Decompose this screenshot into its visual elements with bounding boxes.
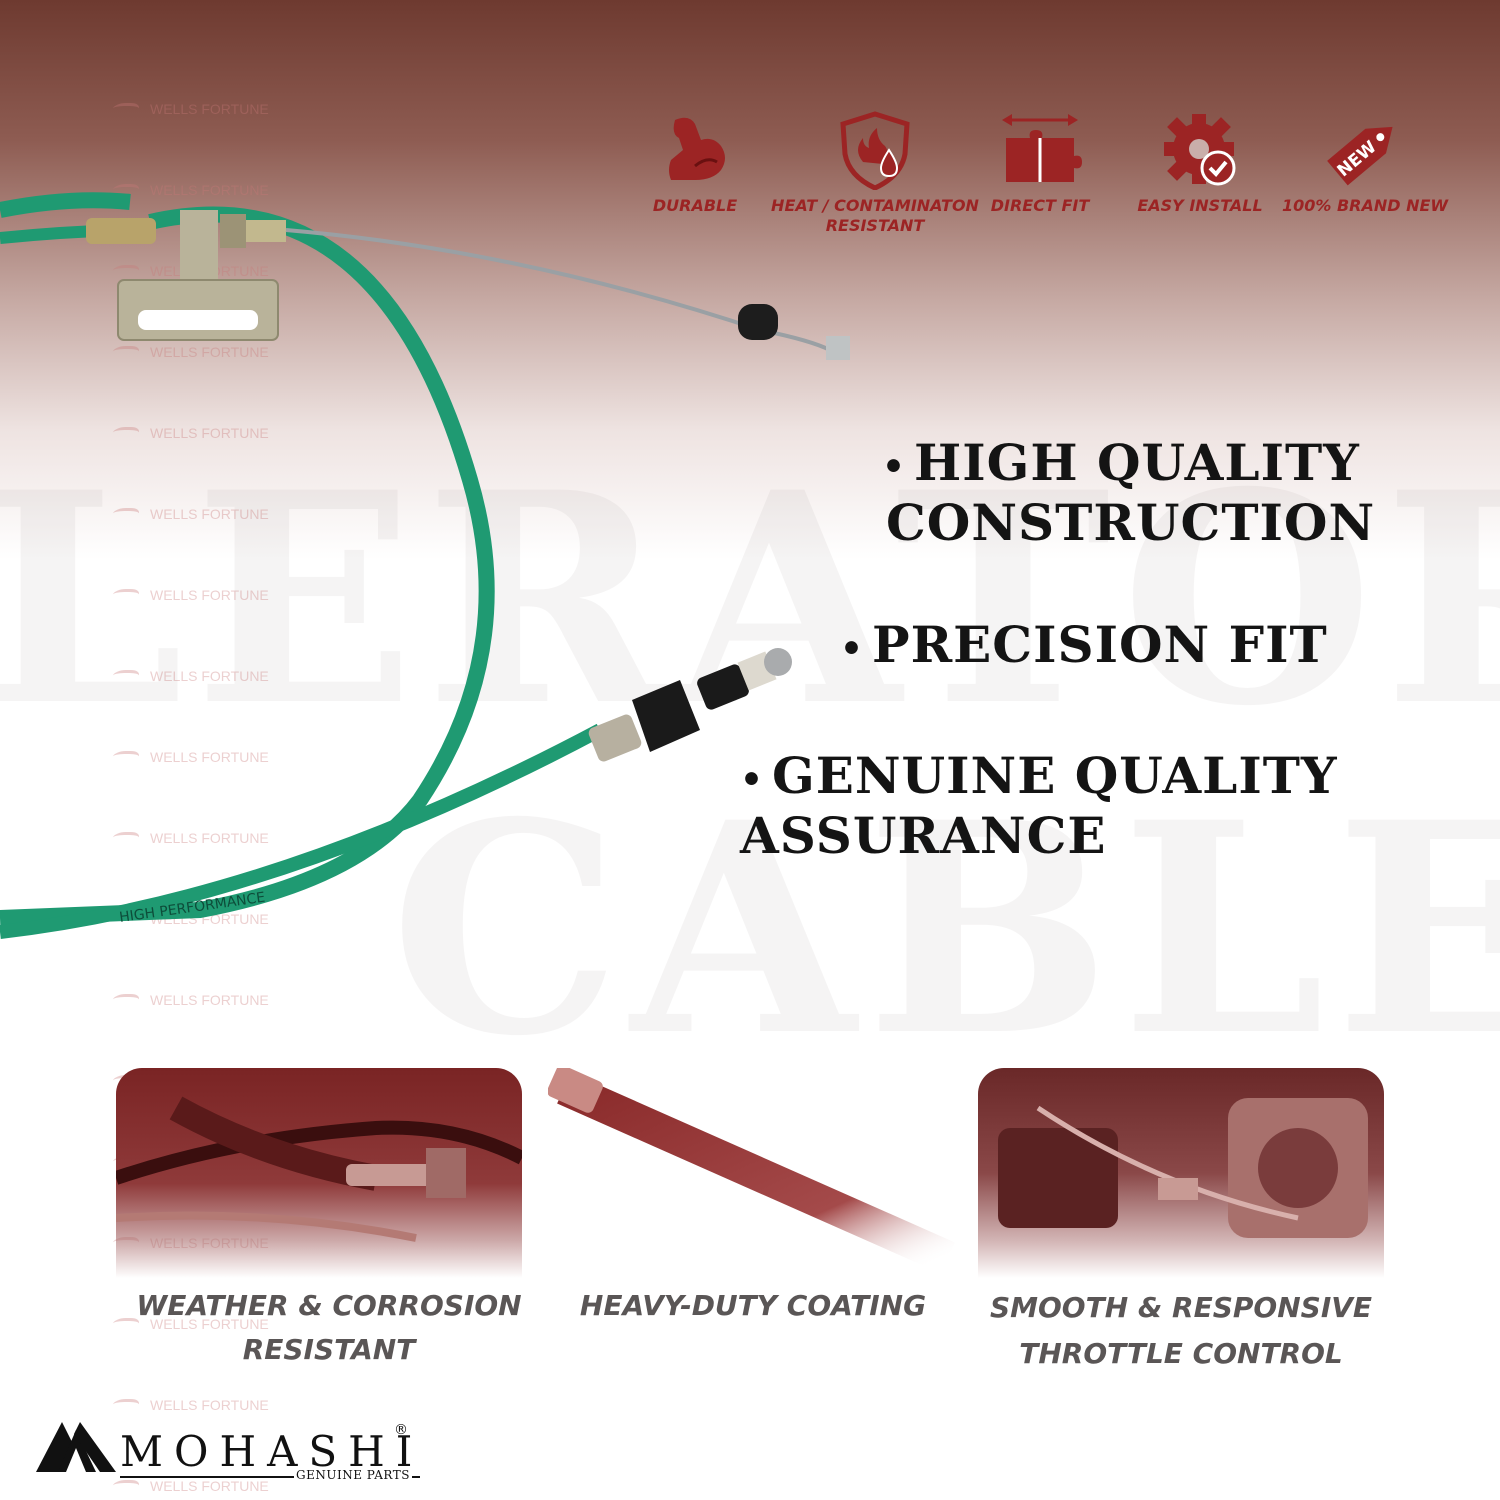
coated-cable-closeup [548,1068,955,1274]
bullet: • [740,759,765,801]
bullet: • [882,446,907,488]
watermark: WELLS FORTUNE [112,1311,269,1337]
watermark-text: WELLS FORTUNE [150,101,269,117]
throttle-end-fitting [588,648,792,762]
watermark: WELLS FORTUNE [112,177,269,203]
panel-caption-line1: HEAVY-DUTY COATING [579,1289,927,1322]
watermark-text: WELLS FORTUNE [150,587,269,603]
cable-sleeve-fitting [86,218,156,244]
feature-brand-new: NEW 100% BRAND NEW [1280,110,1450,216]
panel-caption-line1: WEATHER & CORROSION [136,1289,522,1322]
panel-caption-line2: RESISTANT [242,1333,416,1366]
feature-icons-row: DURABLE HEAT / CONTAMINATON RESISTANT DI… [630,110,1470,250]
cable-top-left-segment [0,192,131,218]
feature-label: DIRECT FIT [990,196,1090,215]
background-word-bottom: CABLE [390,760,1500,1100]
inner-wire [285,228,831,352]
new-tag-icon: NEW [1327,126,1393,186]
feature-label-line2: RESISTANT [825,216,925,235]
feature-label-line1: HEAT / CONTAMINATON [771,196,979,215]
watermark-logo-icon [112,992,144,1008]
watermark: WELLS FORTUNE [112,96,269,122]
background-word-top: LERATOR [0,430,1500,770]
registered-mark: ® [394,1422,408,1438]
wire-end-tab [826,336,850,360]
watermark-text: WELLS FORTUNE [150,1478,269,1494]
throttle-body-photo [978,1068,1384,1278]
watermark: WELLS FORTUNE [112,825,269,851]
brand-underline [120,1476,420,1478]
feature-label: EASY INSTALL [1137,196,1263,215]
watermark-text: WELLS FORTUNE [150,425,269,441]
hex-nut [220,214,246,248]
claim-line1: HIGH QUALITY [914,433,1360,492]
wire-stop-bead [738,304,778,340]
threaded-end [246,220,286,242]
claim-high-quality-construction: •HIGH QUALITY CONSTRUCTION [882,435,1375,551]
watermark: WELLS FORTUNE [112,987,269,1013]
watermark-text: WELLS FORTUNE [150,668,269,684]
panel-caption-line2: THROTTLE CONTROL [1019,1337,1343,1370]
panel-weather-resistant: WEATHER & CORROSION RESISTANT [116,1068,522,1366]
watermark-text: WELLS FORTUNE [150,749,269,765]
watermark: WELLS FORTUNE [112,501,269,527]
watermark: WELLS FORTUNE [112,1473,269,1499]
claim-genuine-quality-assurance: •GENUINE QUALITY ASSURANCE [740,748,1338,864]
watermark-logo-icon [112,1397,144,1413]
accelerator-cable-illustration: HIGH PERFORMANCE [0,192,850,939]
feature-heat-resistant: HEAT / CONTAMINATON RESISTANT [770,110,980,236]
flexed-arm-icon [669,117,725,180]
watermark-text: WELLS FORTUNE [150,992,269,1008]
cable-clamp-illustration [116,1096,522,1242]
watermark-text: WELLS FORTUNE [150,1316,269,1332]
puzzle-arrow-icon [1002,114,1082,182]
watermark-text: WELLS FORTUNE [150,344,269,360]
cable-loop [0,206,495,926]
claim-line2: CONSTRUCTION [886,493,1376,552]
watermark-text: WELLS FORTUNE [150,830,269,846]
mounting-bracket [117,210,279,341]
bullet: • [840,628,865,670]
watermark-logo-icon [112,101,144,117]
gear-check-icon [1164,114,1236,186]
watermark: WELLS FORTUNE [112,582,269,608]
feature-direct-fit: DIRECT FIT [990,110,1090,216]
shield-flame-droplet-icon [840,111,910,190]
brand-tagline: GENUINE PARTS [294,1468,412,1482]
watermark: WELLS FORTUNE [112,1392,269,1418]
feature-label: DURABLE [652,196,738,215]
panel-heavy-duty-coating: HEAVY-DUTY COATING [548,1068,958,1322]
watermark-text: WELLS FORTUNE [150,506,269,522]
brand-mark-icon [36,1422,116,1472]
claim-precision-fit: •PRECISION FIT [840,617,1328,677]
panel-throttle-control: SMOOTH & RESPONSIVE THROTTLE CONTROL [978,1068,1384,1370]
claim-line1: GENUINE QUALITY [772,746,1338,805]
cable-lower-segment [0,723,604,939]
engine-bay-photo [116,1068,522,1278]
watermark-text: WELLS FORTUNE [150,1397,269,1413]
throttle-body-illustration [998,1098,1368,1238]
feature-easy-install: EASY INSTALL [1130,110,1270,216]
watermark-text: WELLS FORTUNE [150,182,269,198]
watermark: WELLS FORTUNE [112,339,269,365]
feature-label: 100% BRAND NEW [1281,196,1449,215]
brand-name: MOHASHI [120,1427,424,1476]
panel-caption-line1: SMOOTH & RESPONSIVE [989,1291,1373,1324]
claim-line1: PRECISION FIT [872,615,1328,674]
coated-cable-photo [548,1068,958,1278]
watermark: WELLS FORTUNE [112,744,269,770]
brand-logo: MOHASHI ® GENUINE PARTS [36,1418,436,1488]
watermark: WELLS FORTUNE [112,663,269,689]
watermark: WELLS FORTUNE [112,420,269,446]
feature-durable: DURABLE [640,110,750,216]
claim-line2: ASSURANCE [740,806,1107,865]
